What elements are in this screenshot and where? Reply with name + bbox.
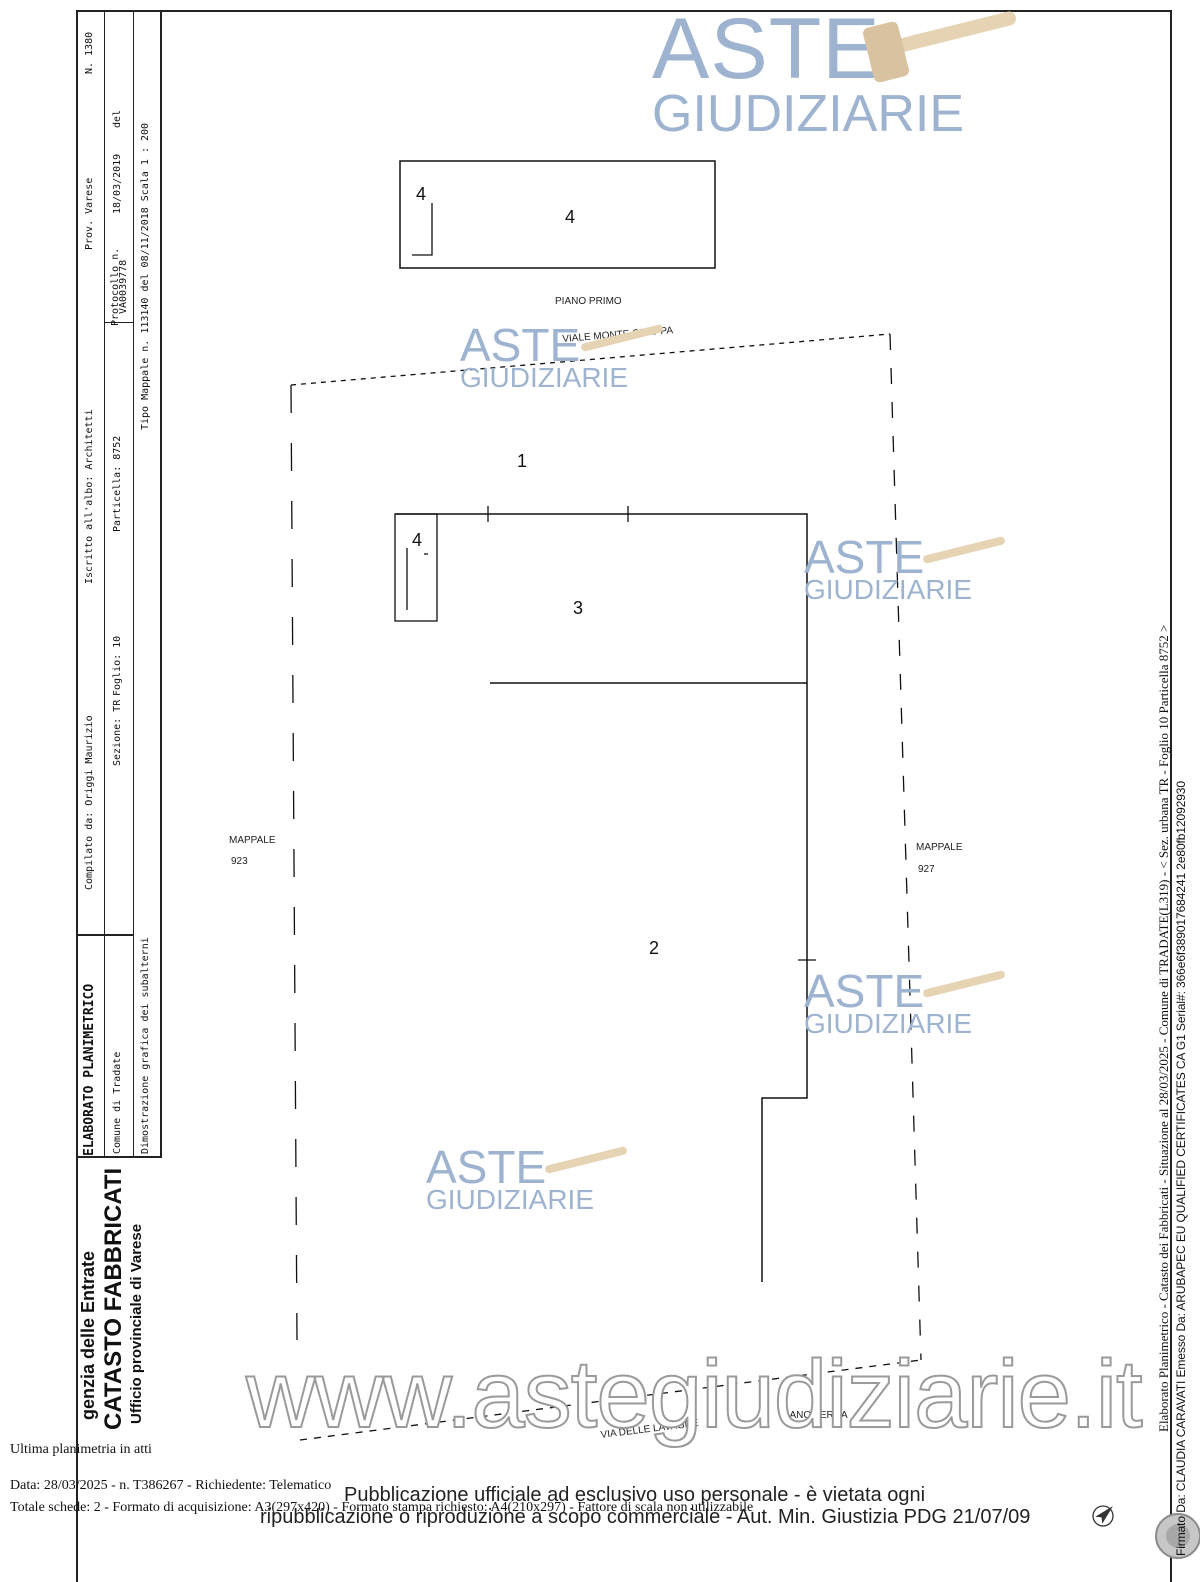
sub-label-4-first-floor: 4 bbox=[416, 184, 427, 204]
watermark-logo-right-upper: ASTE GIUDIZIARIE bbox=[804, 531, 1014, 606]
sub-4-box bbox=[394, 513, 438, 622]
footer-line2: Data: 28/03/2025 - n. T386267 - Richiede… bbox=[10, 1478, 332, 1493]
side-signature-line: Firmato Da: CLAUDIA CARAVATI Emesso Da: … bbox=[1174, 781, 1188, 1556]
mappale-left-number: 923 bbox=[231, 856, 248, 867]
title-block-row-divider bbox=[104, 12, 105, 1156]
north-arrow bbox=[1092, 1505, 1114, 1527]
lot-boundary-left bbox=[290, 384, 298, 1341]
sub-label-2: 2 bbox=[649, 938, 660, 958]
title-block bbox=[76, 12, 162, 1158]
mappale-right-label: MAPPALE bbox=[916, 842, 963, 853]
sub-label-4-ground: 4 bbox=[412, 530, 423, 550]
side-info-line: Elaborato Planimetrico - Catasto dei Fab… bbox=[1156, 624, 1171, 1432]
sheet-frame bbox=[76, 10, 1172, 1582]
title-block-col-divider bbox=[76, 934, 134, 936]
sub-label-4-first-floor-center: 4 bbox=[565, 207, 576, 227]
watermark-url: www.astegiudiziarie.it bbox=[245, 1340, 1144, 1449]
watermark-logo-top-center: ASTE GIUDIZIARIE bbox=[460, 319, 680, 394]
title-block-row-divider bbox=[133, 12, 134, 1156]
lot-boundary-top bbox=[290, 333, 891, 386]
lot-boundary-right bbox=[889, 333, 922, 1361]
watermark-logo-right-lower: ASTE GIUDIZIARIE bbox=[804, 965, 1014, 1040]
title-block-col-divider bbox=[104, 322, 134, 323]
building-outline bbox=[395, 513, 808, 1282]
footer-line1: Ultima planimetria in atti bbox=[10, 1442, 152, 1457]
piano-primo-label: PIANO PRIMO bbox=[555, 296, 622, 307]
mappale-right-number: 927 bbox=[918, 864, 935, 875]
footer-line3: Totale schede: 2 - Formato di acquisizio… bbox=[10, 1500, 754, 1515]
watermark-logo-large: ASTE GIUDIZIARIE bbox=[650, 1, 1030, 143]
notice-line1: Pubblicazione ufficiale ad esclusivo uso… bbox=[344, 1484, 926, 1506]
lot-boundary-bottom bbox=[299, 1359, 922, 1441]
gavel-icon bbox=[922, 535, 1006, 565]
gavel-icon bbox=[922, 969, 1006, 999]
first-floor-step bbox=[412, 203, 433, 256]
watermark-logo-bottom-left: ASTE GIUDIZIARIE bbox=[426, 1141, 636, 1216]
notice-line2: ripubblicazione o riproduzione a scopo c… bbox=[260, 1506, 1031, 1528]
first-floor-outline bbox=[399, 160, 716, 269]
mappale-left-label: MAPPALE bbox=[229, 835, 276, 846]
piano-terra-label: PIANO TERRA bbox=[780, 1410, 848, 1421]
signature-seal-icon bbox=[1155, 1513, 1200, 1559]
gavel-icon bbox=[544, 1145, 628, 1175]
sub-label-3: 3 bbox=[573, 598, 584, 618]
gavel-icon bbox=[580, 323, 664, 353]
sub-label-1: 1 bbox=[517, 451, 528, 471]
